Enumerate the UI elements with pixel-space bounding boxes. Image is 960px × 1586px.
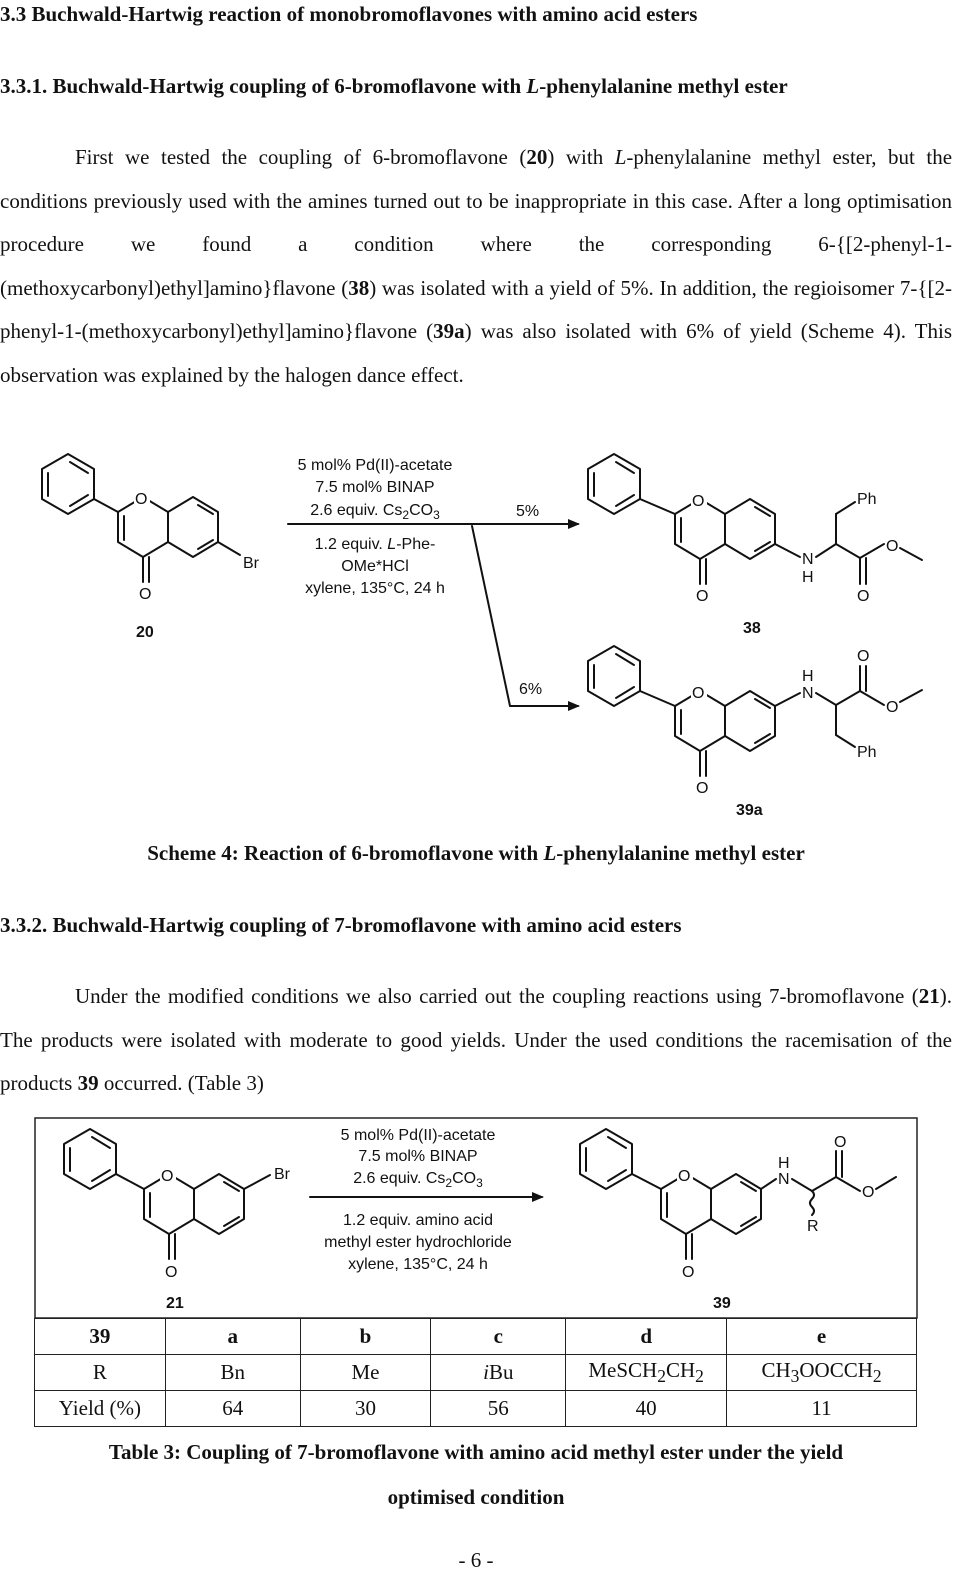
condition-solvent: xylene, 135°C, 24 h bbox=[305, 580, 445, 597]
table-cell: Me bbox=[299, 1354, 432, 1391]
atom-o: O bbox=[682, 1264, 694, 1281]
reaction-arrow-branch bbox=[471, 525, 580, 711]
subsection-heading-2: 3.3.2. Buchwald-Hartwig coupling of 7-br… bbox=[0, 913, 682, 937]
compound-label-20: 20 bbox=[136, 624, 154, 641]
atom-ph: Ph bbox=[857, 491, 877, 508]
atom-o: O bbox=[692, 685, 704, 702]
compound-label-39: 39 bbox=[713, 1295, 731, 1312]
table-cell: R bbox=[34, 1354, 166, 1391]
table-cell: 40 bbox=[565, 1390, 728, 1427]
table-3: 39 a b c d e R Bn Me iBu MeSCH2CH2 CH3OO… bbox=[34, 1318, 917, 1427]
atom-h: H bbox=[802, 569, 814, 586]
table-header-cell: d bbox=[565, 1318, 728, 1355]
paragraph-1: First we tested the coupling of 6-bromof… bbox=[0, 145, 953, 387]
compound-38-structure bbox=[587, 453, 923, 585]
condition-ligand: 7.5 mol% BINAP bbox=[358, 1148, 477, 1165]
table-header-cell: c bbox=[430, 1318, 567, 1355]
compound-39a-structure bbox=[587, 645, 923, 777]
atom-o: O bbox=[834, 1134, 846, 1151]
compound-21-structure bbox=[63, 1128, 271, 1260]
table-row: Yield (%) 64 30 56 40 11 bbox=[34, 1390, 917, 1427]
compound-39-structure bbox=[579, 1128, 897, 1260]
table-cell: 11 bbox=[726, 1390, 917, 1427]
compound-20-structure bbox=[41, 453, 241, 583]
table-3-scheme: O O Br 21 5 mol% Pd(II)-acetate 7.5 mol%… bbox=[34, 1117, 918, 1319]
atom-o: O bbox=[696, 780, 708, 797]
atom-n: N bbox=[778, 1171, 790, 1188]
atom-o: O bbox=[692, 493, 704, 510]
condition-catalyst: 5 mol% Pd(II)-acetate bbox=[298, 457, 453, 474]
condition-amine-salt: methyl ester hydrochloride bbox=[324, 1234, 512, 1251]
atom-r: R bbox=[807, 1218, 819, 1235]
table-cell: 56 bbox=[430, 1390, 567, 1427]
table-row: R Bn Me iBu MeSCH2CH2 CH3OOCCH2 bbox=[34, 1354, 917, 1391]
condition-amine-salt: OMe*HCl bbox=[341, 558, 409, 575]
table-cell: 30 bbox=[299, 1390, 432, 1427]
atom-h: H bbox=[802, 668, 814, 685]
atom-o: O bbox=[135, 491, 147, 508]
atom-o: O bbox=[678, 1168, 690, 1185]
compound-label-38: 38 bbox=[743, 620, 761, 637]
table-header-row: 39 a b c d e bbox=[34, 1318, 917, 1355]
section-heading: 3.3 Buchwald-Hartwig reaction of monobro… bbox=[0, 2, 698, 26]
atom-n: N bbox=[802, 551, 814, 568]
table-cell: Yield (%) bbox=[34, 1390, 166, 1427]
compound-label-21: 21 bbox=[166, 1295, 184, 1312]
yield-label-39a: 6% bbox=[519, 681, 542, 698]
table-cell: 64 bbox=[164, 1390, 301, 1427]
atom-o: O bbox=[696, 588, 708, 605]
table-header-cell: a bbox=[164, 1318, 301, 1355]
atom-o: O bbox=[857, 588, 869, 605]
table-header-cell: 39 bbox=[34, 1318, 166, 1355]
atom-o: O bbox=[886, 538, 898, 555]
atom-o: O bbox=[165, 1264, 177, 1281]
paragraph-2: Under the modified conditions we also ca… bbox=[0, 984, 952, 1095]
subsection-heading-1: 3.3.1. Buchwald-Hartwig coupling of 6-br… bbox=[0, 74, 788, 98]
condition-solvent: xylene, 135°C, 24 h bbox=[348, 1256, 488, 1273]
table-cell: CH3OOCCH2 bbox=[726, 1354, 917, 1391]
scheme-4: O O Br 20 5 mol% Pd(II)-acetate 7.5 mol%… bbox=[41, 453, 923, 819]
atom-ph: Ph bbox=[857, 744, 877, 761]
yield-label-38: 5% bbox=[516, 503, 539, 520]
atom-h: H bbox=[778, 1155, 790, 1172]
atom-o: O bbox=[161, 1168, 173, 1185]
table-cell: iBu bbox=[430, 1354, 567, 1391]
scheme-caption: Scheme 4: Reaction of 6-bromoflavone wit… bbox=[147, 841, 805, 865]
condition-amine: 1.2 equiv. amino acid bbox=[343, 1212, 493, 1229]
atom-o: O bbox=[139, 586, 151, 603]
atom-n: N bbox=[802, 685, 814, 702]
page-number: - 6 - bbox=[458, 1548, 494, 1572]
table-header-cell: b bbox=[299, 1318, 432, 1355]
atom-br: Br bbox=[243, 555, 260, 572]
condition-base: 2.6 equiv. Cs2CO3 bbox=[310, 502, 440, 522]
table-caption-line-1: Table 3: Coupling of 7-bromoflavone with… bbox=[108, 1440, 844, 1464]
table-caption-line-2: optimised condition bbox=[387, 1485, 565, 1509]
atom-o: O bbox=[862, 1184, 874, 1201]
condition-amine: 1.2 equiv. L-Phe- bbox=[315, 536, 436, 553]
condition-base: 2.6 equiv. Cs2CO3 bbox=[353, 1170, 483, 1190]
condition-catalyst: 5 mol% Pd(II)-acetate bbox=[341, 1127, 496, 1144]
atom-br: Br bbox=[274, 1166, 291, 1183]
atom-o: O bbox=[886, 699, 898, 716]
table-cell: MeSCH2CH2 bbox=[565, 1354, 728, 1391]
table-header-cell: e bbox=[726, 1318, 917, 1355]
compound-label-39a: 39a bbox=[736, 802, 763, 819]
table-cell: Bn bbox=[164, 1354, 301, 1391]
condition-ligand: 7.5 mol% BINAP bbox=[315, 479, 434, 496]
atom-o: O bbox=[857, 648, 869, 665]
